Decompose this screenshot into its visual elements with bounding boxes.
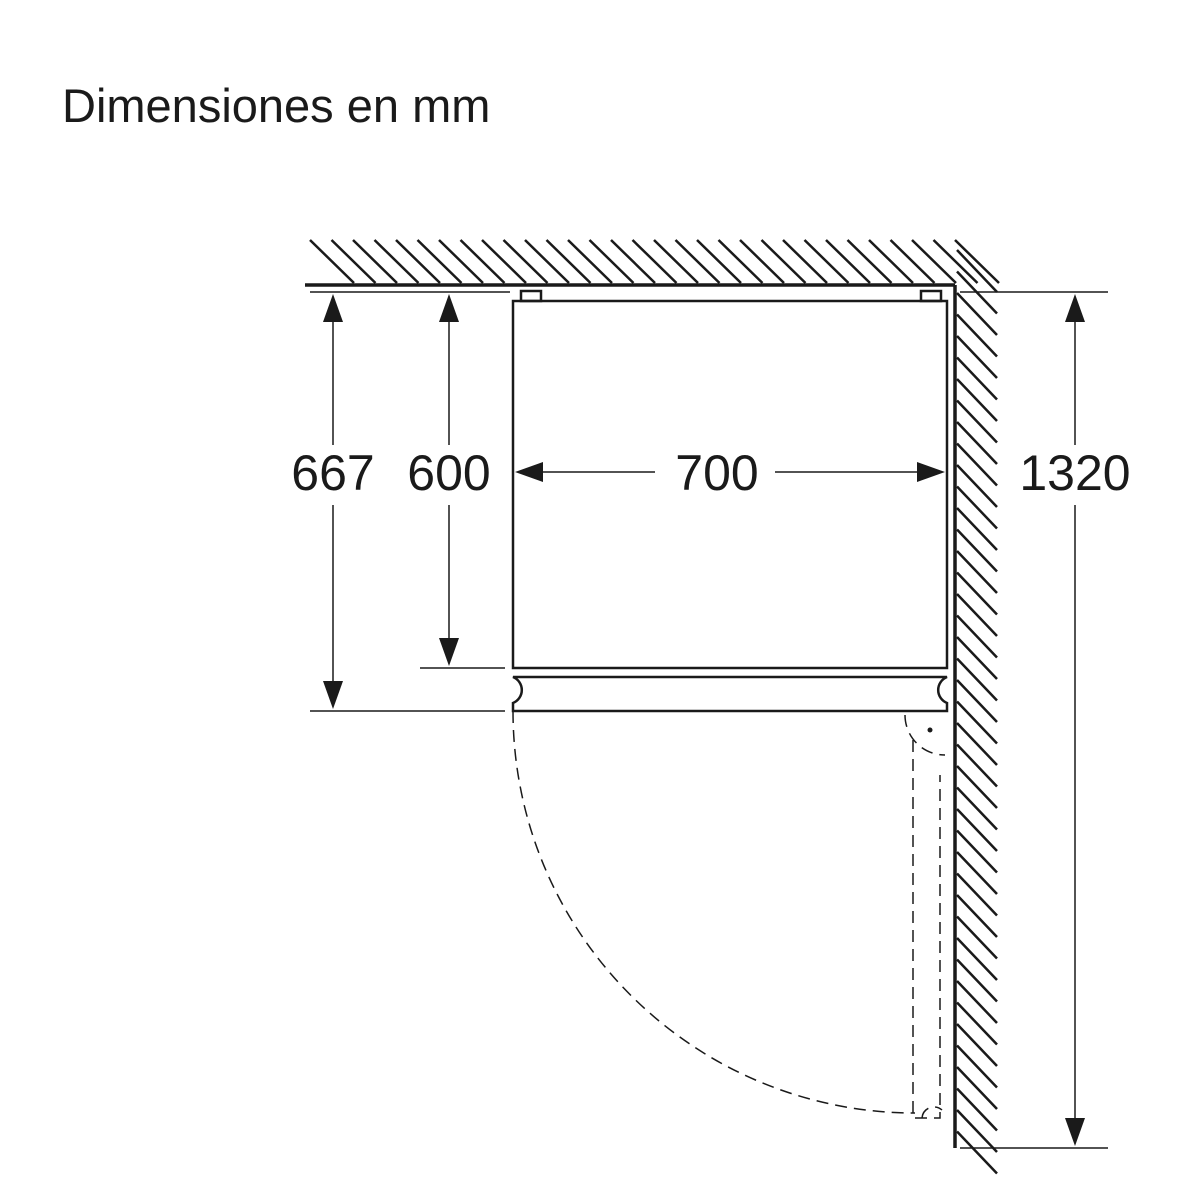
top-wall-hatch-line [889,239,936,284]
side-wall-hatch-line [956,722,998,766]
side-wall-hatch-line [956,786,998,831]
side-wall-hatch-line [956,1044,998,1089]
side-wall-hatch-line [956,614,998,659]
top-wall-hatch-line [932,239,979,284]
top-wall-hatch-line [631,239,678,284]
top-wall-hatch-line [610,239,656,284]
top-wall-hatch-line [782,239,828,284]
arrow-667-top [323,294,343,322]
arrow-600-top [439,294,459,322]
hinge-circle-bottom [921,1106,943,1119]
top-wall-hatch-line [330,239,377,284]
side-wall-hatch-line [956,636,998,680]
side-wall-hatch-line [956,937,998,981]
top-wall-hatch-line [696,239,742,284]
opened-door-outline [912,740,941,1119]
top-wall-hatch-line [588,239,635,284]
top-wall-hatch-line [502,239,549,284]
top-wall-hatch-line [846,239,893,284]
top-wall-hatch-line [760,239,807,284]
dimension-667-label: 667 [291,445,374,501]
top-wall-hatch-line [717,239,764,284]
side-wall-hatch-line [956,743,998,788]
top-wall-hatch-line [868,239,914,284]
top-wall-hatch-line [567,239,613,284]
side-wall-hatch-line [956,1130,998,1175]
side-wall-hatch-line [956,851,998,895]
side-wall-hatch-line [956,1066,998,1110]
side-wall-hatch-line [956,1109,998,1153]
side-wall-hatch-line [956,1001,998,1046]
top-wall-hatch-line [438,239,484,284]
side-wall-hatch-line [956,464,998,508]
top-wall-hatch-line [545,239,592,284]
side-wall-hatch-line [956,356,998,401]
side-wall-hatch-line [956,1087,998,1132]
wall-hatching [309,239,1000,1175]
side-wall-hatch-line [956,378,998,422]
side-wall-hatch-line [956,980,998,1024]
side-wall-hatch-line [956,765,998,809]
side-wall-hatch-line [956,872,998,917]
side-wall-hatch-line [956,399,998,444]
hinge-circle [904,714,946,756]
side-wall-hatch-line [956,249,998,293]
side-wall-hatch-line [956,335,998,379]
right-spacer [919,289,943,303]
dimension-600-label: 600 [407,445,490,501]
top-wall-hatch-line [803,239,850,284]
top-wall-hatch-line [739,239,785,284]
top-wall-hatch-line [524,239,570,284]
top-wall-hatch-line [352,239,398,284]
dimension-700-label: 700 [675,445,758,501]
appliance-body [511,299,949,670]
side-wall-hatch-line [956,700,998,745]
side-wall-hatch-line [956,421,998,465]
top-wall-hatch-line [911,239,957,284]
left-spacer [519,289,543,303]
arrow-667-bottom [323,681,343,709]
top-wall-hatch-line [416,239,463,284]
side-wall-hatch-line [956,485,998,530]
side-wall-hatch-line [956,292,998,336]
side-wall-hatch-line [956,829,998,874]
page-title: Dimensiones en mm [62,79,491,132]
arrow-700-left [515,462,543,482]
side-wall-hatch-line [956,550,998,594]
arrow-700-right [917,462,945,482]
top-wall-hatch-line [653,239,699,284]
dimension-1320-label: 1320 [1019,445,1130,501]
top-wall-hatch-line [395,239,441,284]
door-swing-arc [512,710,916,1114]
side-wall-hatch-line [956,679,998,723]
side-wall-hatch-line [956,593,998,637]
side-wall-hatch-line [956,507,998,551]
side-wall-hatch-line [956,528,998,573]
arrow-600-bottom [439,638,459,666]
side-wall-hatch-line [956,313,998,358]
hinge-point [927,727,933,733]
side-wall-hatch-line [956,442,998,487]
top-wall-hatch-line [954,239,1000,284]
side-wall-hatch-line [956,894,998,938]
side-wall-hatch-line [956,958,998,1003]
top-wall-hatch-line [674,239,721,284]
top-wall-hatch-line [481,239,527,284]
appliance-door [511,675,949,713]
side-wall-hatch-line [956,1023,998,1067]
side-wall-hatch-line [956,808,998,852]
side-wall-hatch-line [956,657,998,702]
side-wall-hatch-line [956,915,998,960]
arrow-1320-top [1065,294,1085,322]
arrow-1320-bottom [1065,1118,1085,1146]
top-wall-hatch-line [459,239,506,284]
top-wall-hatch-line [373,239,420,284]
top-wall-hatch-line [309,239,355,284]
side-wall-hatch-line [956,571,998,616]
top-wall-hatch-line [825,239,871,284]
